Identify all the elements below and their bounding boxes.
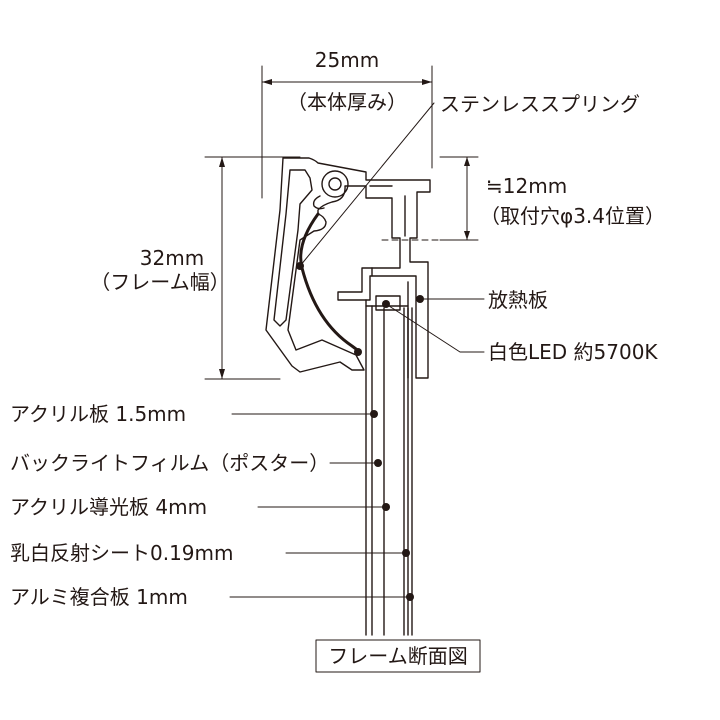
width-note: （本体厚み） <box>287 90 407 114</box>
layer-label-reflector-sheet: 乳白反射シート0.19mm <box>10 541 234 565</box>
panel-layers <box>365 299 413 636</box>
layer-label-aluminum-board: アルミ複合板 1mm <box>10 585 188 609</box>
hole-dimension <box>381 156 479 241</box>
width-dimension <box>261 65 433 199</box>
frame-profile-outer <box>265 157 431 379</box>
led-label: 白色LED 約5700K <box>488 340 658 364</box>
height-note: （フレーム幅） <box>90 270 230 294</box>
layer-label-acrylic: アクリル板 1.5mm <box>10 402 187 426</box>
frame-profile-inner <box>273 169 313 327</box>
height-dimension <box>204 156 301 380</box>
spring-label: ステンレススプリング <box>440 92 640 116</box>
led-module <box>375 295 401 311</box>
diagram-caption: フレーム断面図 <box>328 644 468 668</box>
layer-label-light-guide: アクリル導光板 4mm <box>10 495 208 519</box>
layer-label-backlight-film: バックライトフィルム（ポスター） <box>10 451 330 475</box>
height-value: 32mm <box>139 246 205 270</box>
spring-clip-circle <box>321 170 349 198</box>
hole-note: （取付穴φ3.4位置） <box>480 204 665 228</box>
hole-value: ≒12mm <box>486 174 568 198</box>
width-value: 25mm <box>314 48 380 72</box>
heatsink-label: 放熱板 <box>488 288 548 312</box>
stainless-spring <box>299 212 362 354</box>
caption-box <box>315 639 481 673</box>
